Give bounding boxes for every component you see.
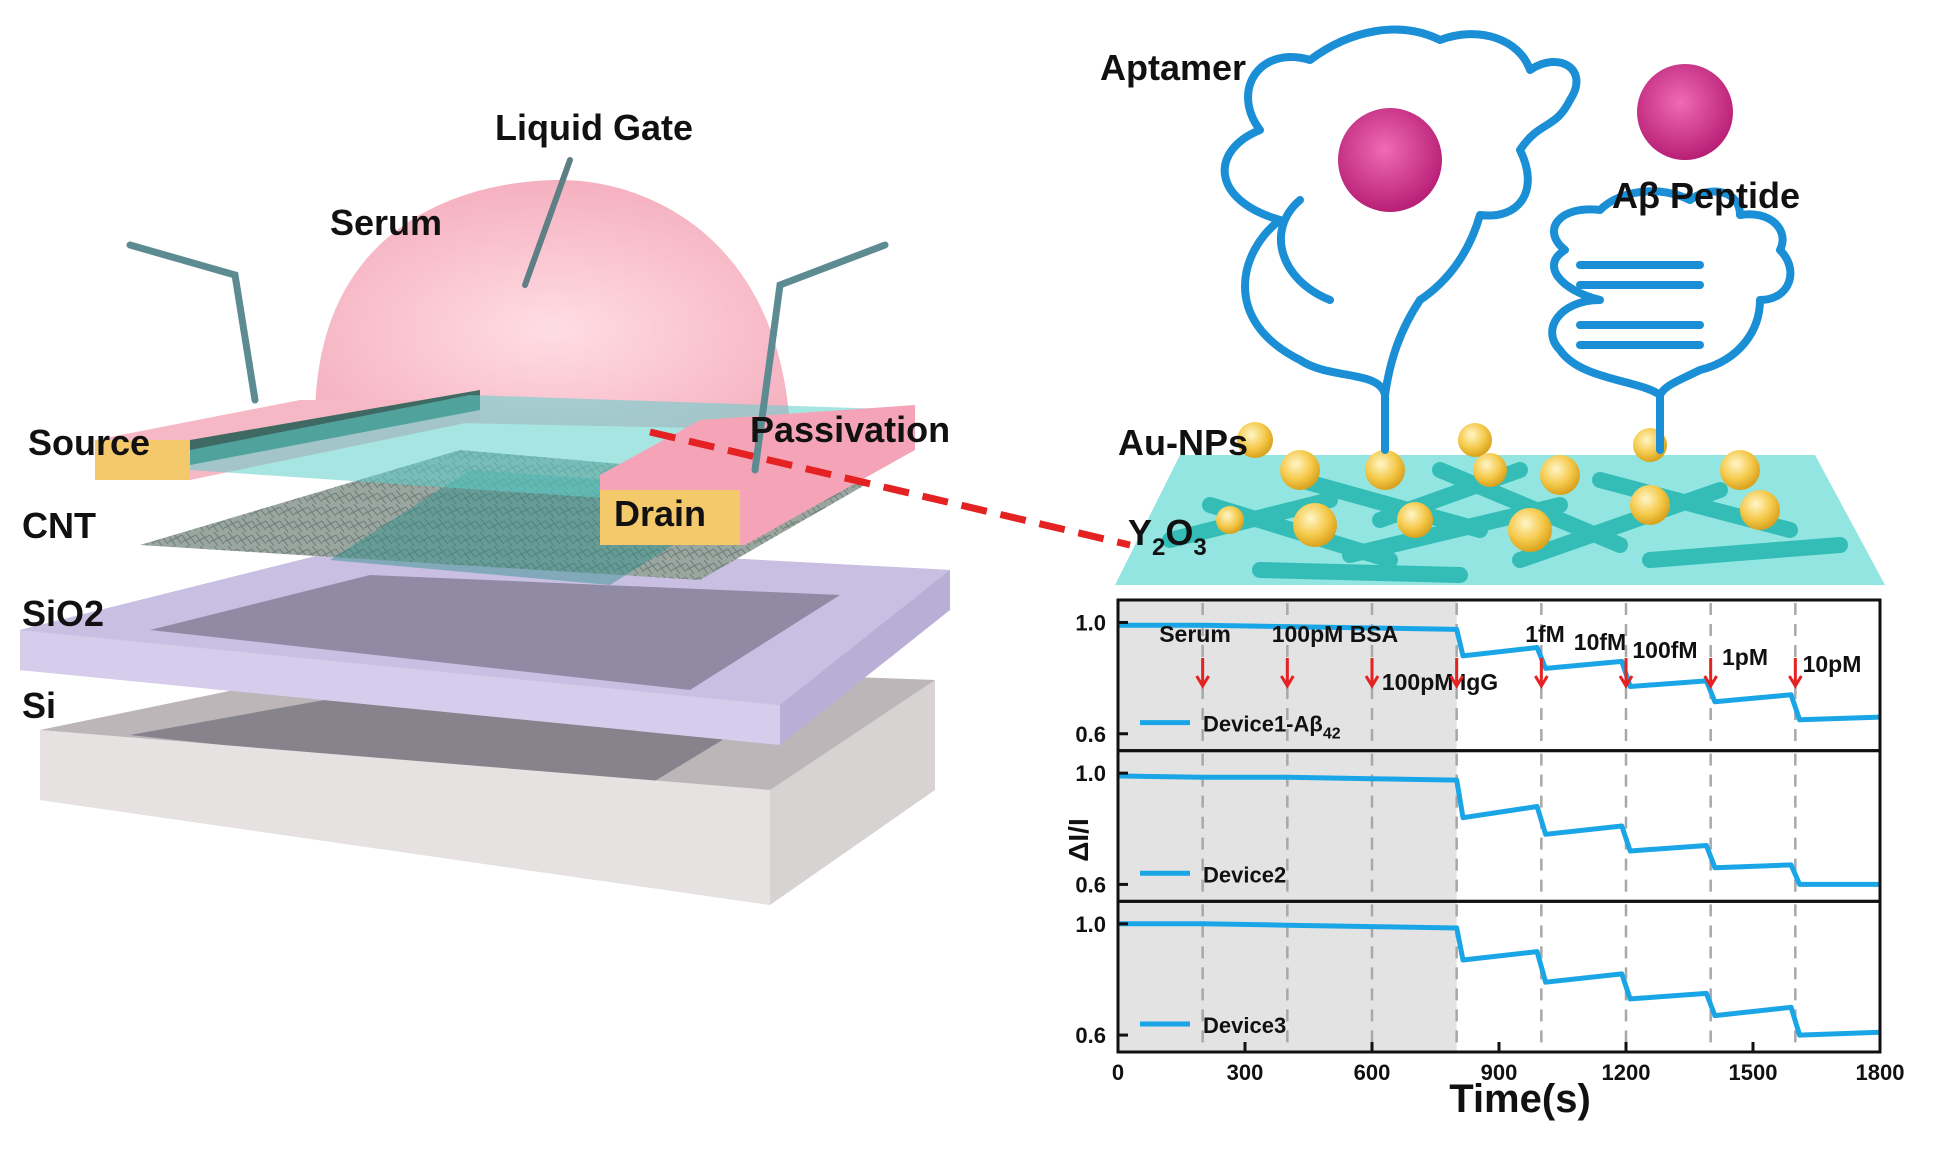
event-annotation: 100fM bbox=[1632, 637, 1697, 663]
y-tick-label: 0.6 bbox=[1075, 1023, 1106, 1048]
liquid-gate-label: Liquid Gate bbox=[495, 107, 693, 148]
event-annotation: 100pM IgG bbox=[1382, 669, 1498, 695]
event-annotation: 100pM BSA bbox=[1272, 621, 1399, 647]
zoom-link-line bbox=[649, 428, 1131, 549]
event-annotation: 1fM bbox=[1525, 621, 1565, 647]
device-schematic: Liquid Gate Serum Source Drain Passivati… bbox=[20, 107, 1131, 905]
source-probe bbox=[126, 241, 259, 404]
y2o3-label: Y2O3 bbox=[1128, 512, 1207, 561]
liquid-gate-needle bbox=[522, 157, 573, 288]
peptide-bound bbox=[1338, 108, 1442, 212]
event-annotation: Serum bbox=[1159, 621, 1231, 647]
au-nps-label: Au-NPs bbox=[1118, 422, 1248, 463]
event-arrow bbox=[1280, 658, 1295, 689]
x-tick-label: 600 bbox=[1354, 1060, 1391, 1085]
x-tick-label: 1500 bbox=[1729, 1060, 1778, 1085]
event-arrow bbox=[1449, 658, 1464, 689]
drain-probe bbox=[751, 241, 889, 474]
serum-label: Serum bbox=[330, 202, 442, 243]
cnt-label: CNT bbox=[22, 505, 96, 546]
event-arrow bbox=[1195, 658, 1210, 689]
event-arrow bbox=[1703, 658, 1718, 689]
event-arrow bbox=[1534, 658, 1549, 689]
legend-label-3: Device3 bbox=[1203, 1013, 1286, 1038]
y-tick-label: 0.6 bbox=[1075, 872, 1106, 897]
event-annotation: 1pM bbox=[1722, 644, 1768, 670]
y-tick-label: 1.0 bbox=[1075, 761, 1106, 786]
passivation-label: Passivation bbox=[750, 409, 950, 450]
y-axis-label: ΔI/I bbox=[1063, 818, 1094, 861]
event-arrow bbox=[1788, 658, 1803, 689]
series-line-3 bbox=[1118, 921, 1881, 1038]
y-tick-label: 1.0 bbox=[1075, 610, 1106, 635]
event-arrow bbox=[1618, 658, 1634, 689]
series-line-1 bbox=[1118, 622, 1881, 723]
drain-label: Drain bbox=[614, 493, 706, 534]
si-label: Si bbox=[22, 685, 56, 726]
x-tick-label: 0 bbox=[1112, 1060, 1124, 1085]
sio2-layer bbox=[20, 540, 950, 745]
aptamer-label: Aptamer bbox=[1100, 47, 1246, 88]
y-tick-label: 0.6 bbox=[1075, 722, 1106, 747]
aptamer-strands bbox=[1220, 25, 1795, 454]
peptide-free bbox=[1637, 64, 1733, 160]
peptide-label: Aβ Peptide bbox=[1612, 175, 1800, 216]
x-tick-label: 1800 bbox=[1856, 1060, 1905, 1085]
legend-label-2: Device2 bbox=[1203, 862, 1286, 887]
gold-nanoparticles bbox=[1216, 422, 1780, 552]
serum-dome bbox=[315, 180, 790, 430]
x-tick-label: 900 bbox=[1481, 1060, 1518, 1085]
series-layer bbox=[1117, 622, 1881, 1038]
x-tick-label: 1200 bbox=[1602, 1060, 1651, 1085]
event-annotation: 10fM bbox=[1574, 629, 1626, 655]
molecular-view: Aptamer Aβ Peptide Au-NPs Y2O3 bbox=[1100, 25, 1885, 585]
series-line-2 bbox=[1117, 773, 1880, 887]
drain-electrode bbox=[600, 405, 915, 545]
event-arrow bbox=[1364, 658, 1380, 689]
x-axis-label: Time(s) bbox=[1449, 1077, 1591, 1121]
sio2-label: SiO2 bbox=[22, 593, 104, 634]
source-label: Source bbox=[28, 422, 150, 463]
x-tick-label: 300 bbox=[1227, 1060, 1264, 1085]
event-annotation: 10pM bbox=[1803, 651, 1862, 677]
y-tick-label: 1.0 bbox=[1075, 912, 1106, 937]
